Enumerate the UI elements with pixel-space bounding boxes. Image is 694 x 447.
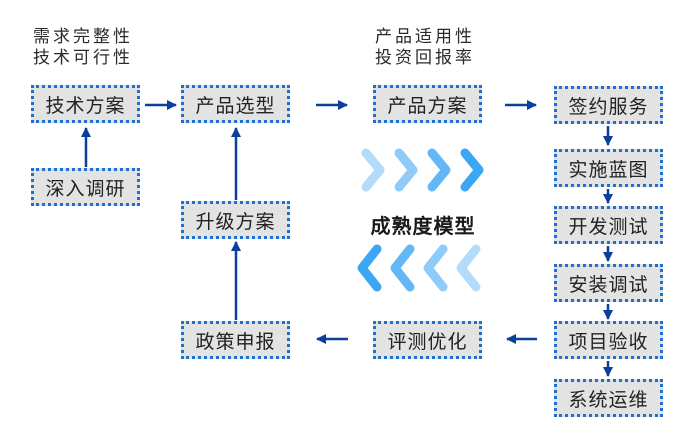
maturity-model-title: 成熟度模型 (370, 214, 476, 238)
node-system-ops[interactable]: 系统运维 (554, 379, 663, 417)
annotation-product: 产品适用性 投资回报率 (375, 27, 475, 69)
node-evaluation[interactable]: 评测优化 (373, 321, 482, 359)
node-policy-report[interactable]: 政策申报 (181, 321, 290, 359)
node-project-acceptance[interactable]: 项目验收 (554, 321, 663, 359)
node-upgrade-plan[interactable]: 升级方案 (181, 201, 290, 239)
chevron-right-icon (427, 148, 451, 192)
node-dev-test[interactable]: 开发测试 (554, 206, 663, 244)
annotation-line: 技术可行性 (33, 48, 133, 68)
node-research[interactable]: 深入调研 (31, 168, 140, 206)
node-install-debug[interactable]: 安装调试 (554, 264, 663, 302)
chevron-left-icon (390, 244, 415, 292)
node-tech-plan[interactable]: 技术方案 (31, 85, 140, 123)
chevron-left-icon (456, 244, 481, 292)
node-implementation-blueprint[interactable]: 实施蓝图 (554, 149, 663, 187)
annotation-line: 产品适用性 (375, 27, 475, 47)
chevron-right-icon (394, 148, 418, 192)
node-product-plan[interactable]: 产品方案 (373, 85, 482, 123)
annotation-line: 需求完整性 (33, 27, 133, 47)
annotation-requirements: 需求完整性 技术可行性 (33, 27, 133, 69)
chevron-right-icon (361, 148, 385, 192)
annotation-line: 投资回报率 (375, 48, 475, 68)
chevron-left-icon (423, 244, 448, 292)
node-contract-service[interactable]: 签约服务 (554, 86, 663, 124)
chevron-left-icon (357, 244, 382, 292)
node-product-selection[interactable]: 产品选型 (181, 85, 290, 123)
chevron-right-icon (460, 148, 484, 192)
